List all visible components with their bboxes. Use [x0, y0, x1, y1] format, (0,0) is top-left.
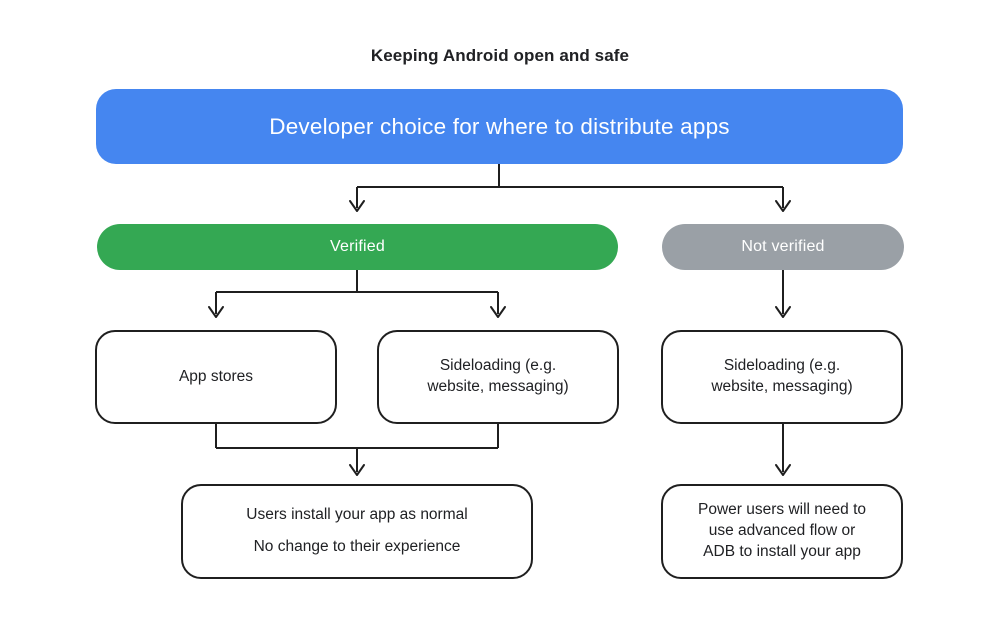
- arrowhead-sideloading-unverified: [775, 306, 791, 318]
- node-power-users: Power users will need to use advanced fl…: [661, 484, 903, 579]
- node-verified: Verified: [97, 224, 618, 270]
- node-sideloading-not-verified-label: Sideloading (e.g. website, messaging): [711, 357, 853, 395]
- node-users-install-line1: Users install your app as normal: [246, 506, 468, 524]
- connector-root-split: [356, 164, 784, 208]
- node-users-install-line2: No change to their experience: [253, 538, 461, 555]
- node-users-install: Users install your app as normal No chan…: [181, 484, 533, 579]
- node-sideloading-verified-label: Sideloading (e.g. website, messaging): [427, 357, 569, 395]
- arrowhead-power-users: [775, 464, 791, 476]
- node-not-verified-label: Not verified: [741, 238, 825, 255]
- arrowhead-app-stores: [208, 306, 224, 318]
- node-power-users-label: Power users will need to use advanced fl…: [698, 501, 866, 560]
- node-sideloading-not-verified: Sideloading (e.g. website, messaging): [661, 330, 903, 424]
- arrowhead-not-verified: [775, 200, 791, 212]
- arrowhead-verified: [349, 200, 365, 212]
- node-app-stores-label: App stores: [178, 367, 254, 385]
- node-verified-label: Verified: [330, 238, 385, 255]
- connector-verified-split: [215, 270, 499, 314]
- arrowhead-users-install: [349, 464, 365, 476]
- connector-merge: [215, 424, 499, 472]
- node-developer-choice: Developer choice for where to distribute…: [96, 89, 903, 164]
- node-app-stores: App stores: [95, 330, 337, 424]
- node-developer-choice-label: Developer choice for where to distribute…: [269, 113, 730, 139]
- diagram-title: Keeping Android open and safe: [370, 46, 630, 65]
- node-not-verified: Not verified: [662, 224, 904, 270]
- arrowhead-sideloading-verified: [490, 306, 506, 318]
- node-sideloading-verified: Sideloading (e.g. website, messaging): [377, 330, 619, 424]
